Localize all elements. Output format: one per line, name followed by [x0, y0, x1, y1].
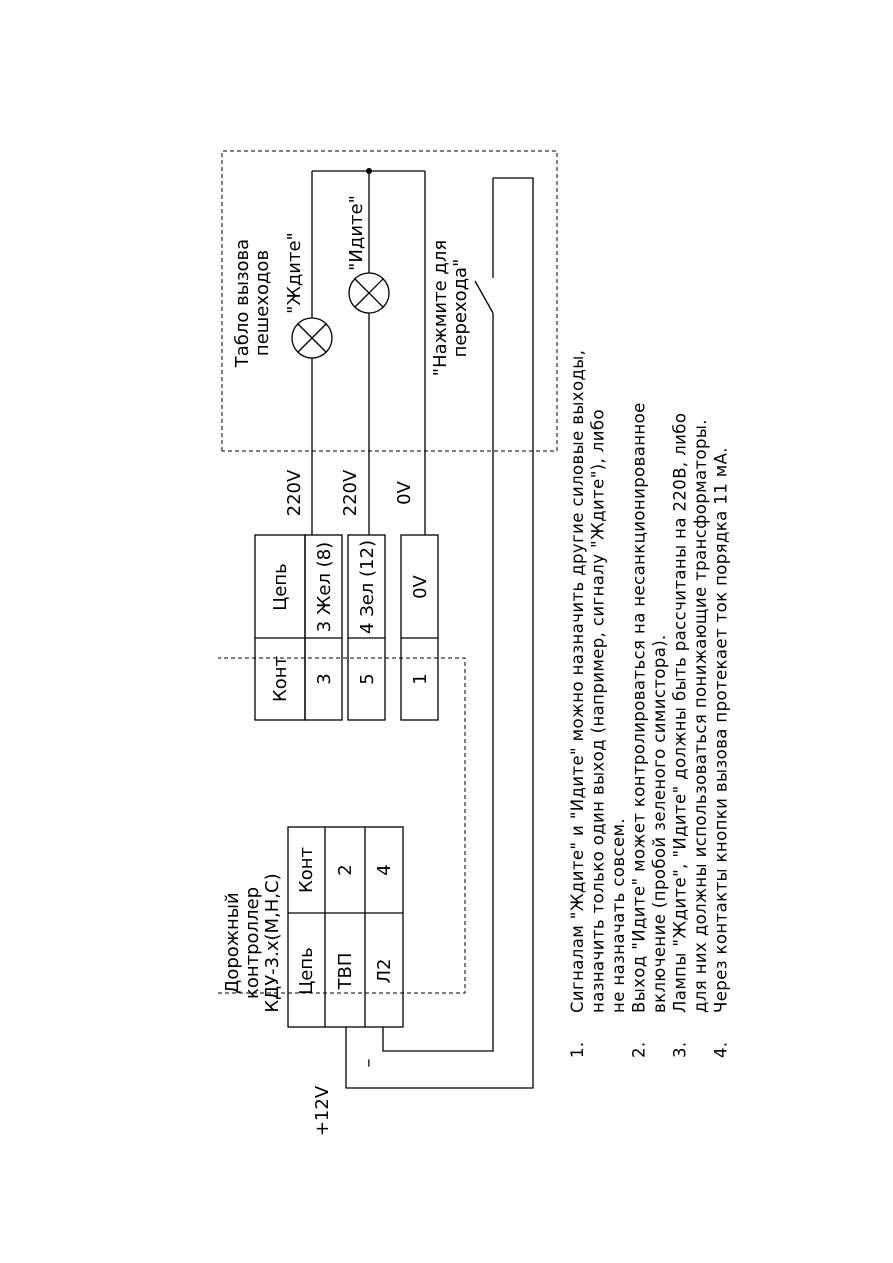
note-line: не назначать совсем. — [609, 818, 628, 1013]
pedestrian-panel: Табло вызова пешеходов "Ждите" "Идите" "… — [232, 195, 471, 376]
notes-block: 1. Сигналам "Ждите" и "Идите" можно назна… — [568, 350, 731, 1058]
voltage-label-zero: 0V — [394, 480, 415, 504]
voltage-label-go: 220V — [340, 469, 361, 516]
output-header-circuit: Цепь — [270, 563, 291, 610]
note-line: для них должны использоваться понижающие… — [691, 419, 710, 1013]
output-row-green — [347, 534, 386, 721]
output-row-green-circuit: 4 Зел (12) — [357, 540, 378, 634]
voltage-label-wait: 220V — [284, 469, 305, 516]
lamp-wait-label: "Ждите" — [284, 232, 305, 314]
button-label-line2: перехода" — [450, 259, 471, 358]
lamp-wait-icon — [291, 317, 333, 359]
lamp-go-icon — [348, 272, 390, 314]
output-row-green-contact: 5 — [357, 673, 378, 684]
output-row-zero-circuit: 0V — [410, 574, 431, 598]
note-line: Сигналам "Ждите" и "Идите" можно назначи… — [568, 350, 587, 1013]
controller-title-line2: контроллер — [242, 887, 263, 999]
junction-dot — [366, 168, 372, 174]
power-plus-label: +12V — [312, 1085, 333, 1136]
output-row-zero-contact: 1 — [410, 673, 431, 684]
panel-title-line2: пешеходов — [252, 250, 273, 356]
lamp-go-label: "Идите" — [346, 195, 367, 271]
controller-title-line3: КДУ-3.х(М,Н,С) — [262, 873, 283, 1012]
output-module: Конт Цепь 3 3 Жел (8) 5 4 Зел (12) 1 0V — [254, 534, 439, 721]
note-line: Выход "Идите" может контролироваться на … — [630, 402, 649, 1013]
wire-call-button — [382, 338, 494, 1052]
controller-block: Дорожный контроллер КДУ-3.х(М,Н,С) Цепь … — [222, 826, 404, 1028]
panel-title-line1: Табло вызова — [232, 239, 253, 368]
push-button-icon — [474, 178, 494, 338]
output-row-zero — [400, 534, 439, 721]
note-line: Через контакты кнопки вызова протекает т… — [712, 447, 731, 1013]
output-header-contact: Конт — [270, 656, 291, 702]
controller-row-l2-contact: 4 — [374, 864, 395, 875]
note-number: 2. — [630, 1041, 649, 1058]
pedestrian-panel-boundary — [221, 150, 558, 452]
controller-row-tvp-contact: 2 — [335, 864, 356, 875]
button-label-line1: "Нажмите для — [430, 240, 451, 376]
note-number: 4. — [712, 1041, 731, 1058]
note-line: Лампы "Ждите", "Идите" должны быть рассч… — [671, 413, 690, 1013]
controller-row-l2-circuit: Л2 — [374, 959, 395, 984]
note-line: включение (пробой зеленого симистора). — [650, 634, 669, 1013]
note-number: 1. — [568, 1041, 587, 1058]
output-row-yellow-contact: 3 — [314, 673, 335, 684]
note-line: назначить только один выход (например, с… — [589, 409, 608, 1013]
controller-title-line1: Дорожный — [222, 892, 243, 993]
note-number: 3. — [671, 1041, 690, 1058]
controller-row-tvp-circuit: ТВП — [335, 953, 356, 991]
output-row-yellow — [304, 534, 343, 721]
power-minus-label: – — [358, 1059, 379, 1068]
wire-plus12v — [345, 177, 534, 1089]
controller-boundary-dashed — [218, 657, 466, 994]
wires — [311, 170, 534, 1089]
output-row-yellow-circuit: 3 Жел (8) — [314, 542, 335, 632]
controller-header-circuit: Цепь — [296, 947, 317, 994]
controller-header-contact: Конт — [296, 847, 317, 893]
